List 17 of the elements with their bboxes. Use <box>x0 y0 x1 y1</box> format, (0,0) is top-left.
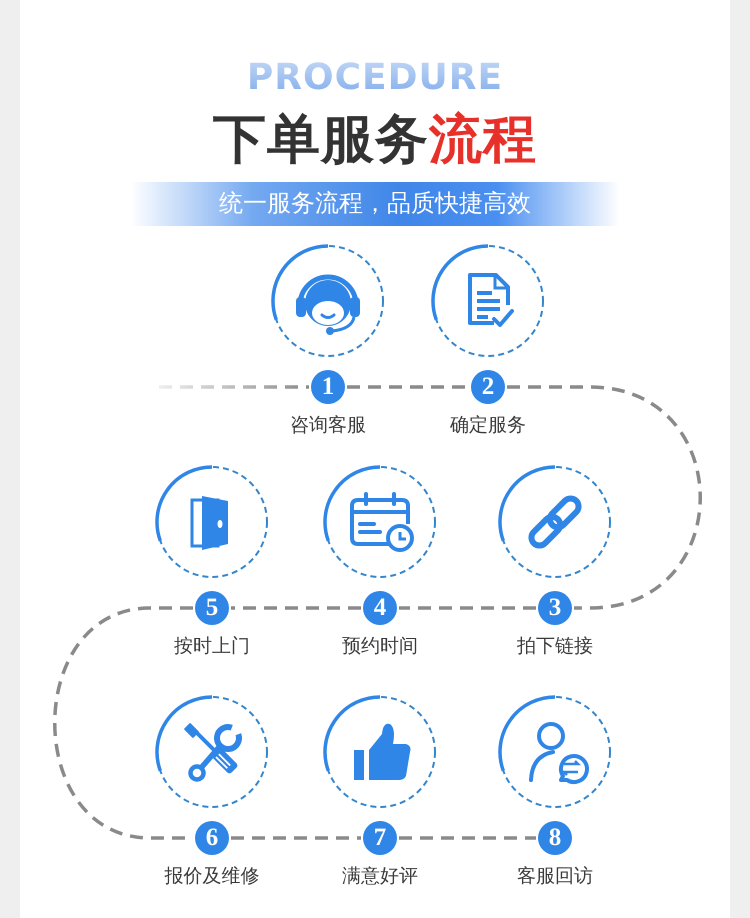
step-label: 报价及维修 <box>164 865 260 889</box>
dashed-connector <box>231 836 361 840</box>
step-label: 预约时间 <box>342 635 418 659</box>
dashed-connector <box>53 606 193 840</box>
step-label: 咨询客服 <box>290 414 366 438</box>
dashed-connector <box>231 606 361 610</box>
step-label: 按时上门 <box>174 635 250 659</box>
step-label: 确定服务 <box>450 414 526 438</box>
step-label: 客服回访 <box>517 865 593 889</box>
dashed-connector <box>507 385 702 610</box>
dashed-connector <box>399 606 536 610</box>
subtitle-banner: 统一服务流程，品质快捷高效 <box>130 182 620 226</box>
dashed-connector <box>159 385 309 389</box>
step-label: 拍下链接 <box>517 635 593 659</box>
step-label: 满意好评 <box>342 865 418 889</box>
page-title: 下单服务流程 <box>213 109 537 171</box>
dashed-connector <box>399 836 536 840</box>
